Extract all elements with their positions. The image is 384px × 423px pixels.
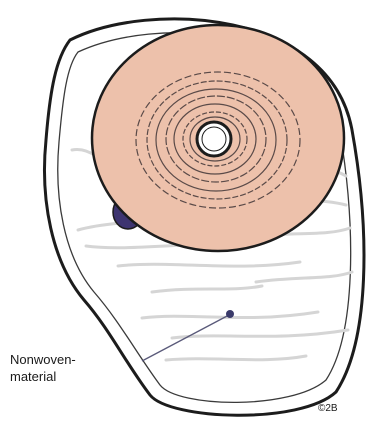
label-line-2: material (10, 368, 110, 385)
copyright-mark: ©2B (318, 403, 338, 414)
callout-dot (226, 310, 234, 318)
label-line-1: Nonwoven- (10, 351, 110, 368)
nonwoven-material-label: Nonwoven- material (10, 351, 110, 385)
stoma-opening-inner (202, 127, 226, 151)
